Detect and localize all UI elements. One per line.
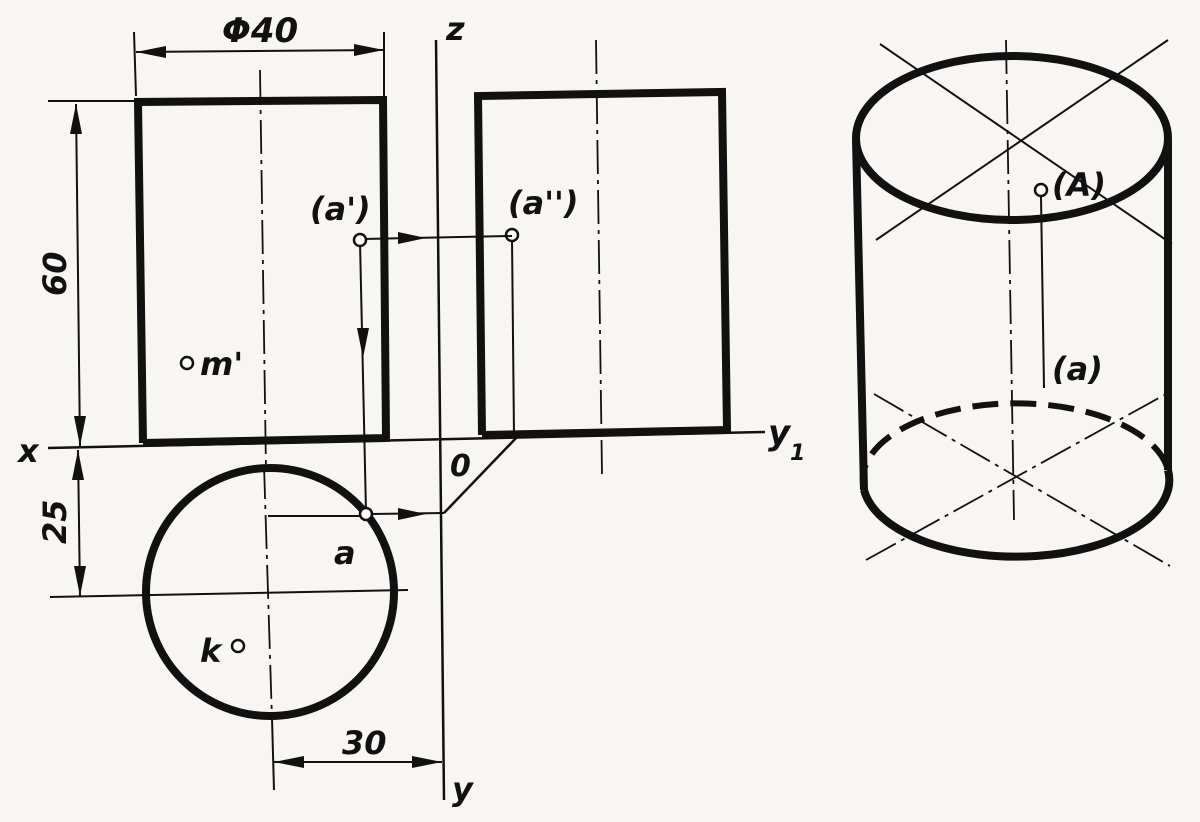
- iso-top-ellipse: [852, 52, 1172, 224]
- label-point-a-3d: (a): [1052, 350, 1103, 388]
- label-axis-y1: y: [768, 413, 792, 453]
- iso-central-axis: [1005, 39, 1015, 521]
- side-view-centerline: [595, 39, 603, 476]
- dim-arrow-y-down: [74, 566, 86, 596]
- front-view-centerline: [259, 69, 267, 471]
- point-a-top: [358, 506, 374, 522]
- iso-projector-A-a: [1040, 195, 1045, 389]
- dim-line-diameter: [135, 49, 385, 53]
- iso-bottom-hidden-arc: [859, 400, 1171, 491]
- dim-arrow-x-left: [274, 756, 304, 768]
- dim-arrow-right: [354, 44, 384, 56]
- side-view-outline: [473, 87, 732, 439]
- dim-ext-left: [133, 31, 137, 97]
- iso-top-axis-b: [875, 39, 1169, 241]
- dim-arrow-y-up: [72, 450, 84, 480]
- front-to-side-projector: [361, 235, 513, 240]
- front-view-outline: [133, 95, 391, 447]
- label-axis-y: y: [452, 770, 474, 808]
- dimension-y-offset: [72, 449, 86, 597]
- label-origin: 0: [450, 449, 471, 484]
- point-k-top: [230, 638, 246, 654]
- front-view: [133, 69, 391, 471]
- label-y-offset: 25: [36, 499, 74, 544]
- label-point-A-3d: (A): [1052, 166, 1106, 204]
- labels: Φ40 60 25 30 x z y y 1 0 (a') (a'') m' a…: [16, 10, 1106, 808]
- dimension-height: [48, 100, 136, 447]
- label-point-m-front: m': [200, 345, 243, 383]
- label-point-k-top: k: [200, 632, 223, 670]
- dim-arrow-up: [70, 104, 82, 134]
- point-a-front: [352, 232, 368, 248]
- label-axis-z: z: [445, 10, 465, 48]
- iso-bottom-axis-b: [865, 393, 1167, 561]
- point-A-3d: [1033, 182, 1049, 198]
- arrow-to-miter: [398, 508, 426, 520]
- arrow-to-side: [398, 232, 426, 244]
- dimension-diameter: [133, 31, 385, 97]
- arrow-to-top: [357, 328, 369, 358]
- side-view: [473, 39, 732, 476]
- dim-arrow-down: [74, 416, 86, 446]
- label-axis-y1-subscript: 1: [790, 441, 805, 466]
- point-m-front: [179, 355, 195, 371]
- top-view: [49, 464, 409, 721]
- dimension-x-offset: [271, 717, 442, 791]
- projection-axes: [47, 39, 766, 801]
- label-x-offset: 30: [342, 724, 387, 762]
- z-y-axis-line: [434, 39, 446, 801]
- point-a-side: [504, 227, 520, 243]
- label-axis-x: x: [16, 432, 40, 470]
- iso-left-side: [852, 139, 868, 491]
- iso-top-axis-a: [879, 43, 1173, 245]
- iso-bottom-axis-a: [873, 393, 1171, 567]
- label-height: 60: [36, 251, 74, 296]
- label-diameter: Φ40: [222, 11, 298, 51]
- isometric-cylinder: [852, 39, 1174, 567]
- top-view-circle: [142, 464, 398, 720]
- label-point-a-front: (a'): [310, 190, 371, 228]
- side-projector-line: [511, 237, 515, 437]
- iso-bottom-front-arc: [860, 468, 1174, 561]
- dim-line-height: [75, 103, 81, 447]
- dim-arrow-x-right: [412, 756, 442, 768]
- label-point-a-top: a: [334, 534, 356, 572]
- miter-line: [443, 435, 519, 514]
- front-to-top-projector: [359, 241, 367, 513]
- dim-ext-center: [271, 717, 275, 791]
- label-point-a-side: (a''): [508, 184, 578, 222]
- projection-connectors: [352, 232, 513, 522]
- dim-arrow-left: [136, 46, 166, 58]
- top-view-horizontal-centerline: [49, 589, 409, 598]
